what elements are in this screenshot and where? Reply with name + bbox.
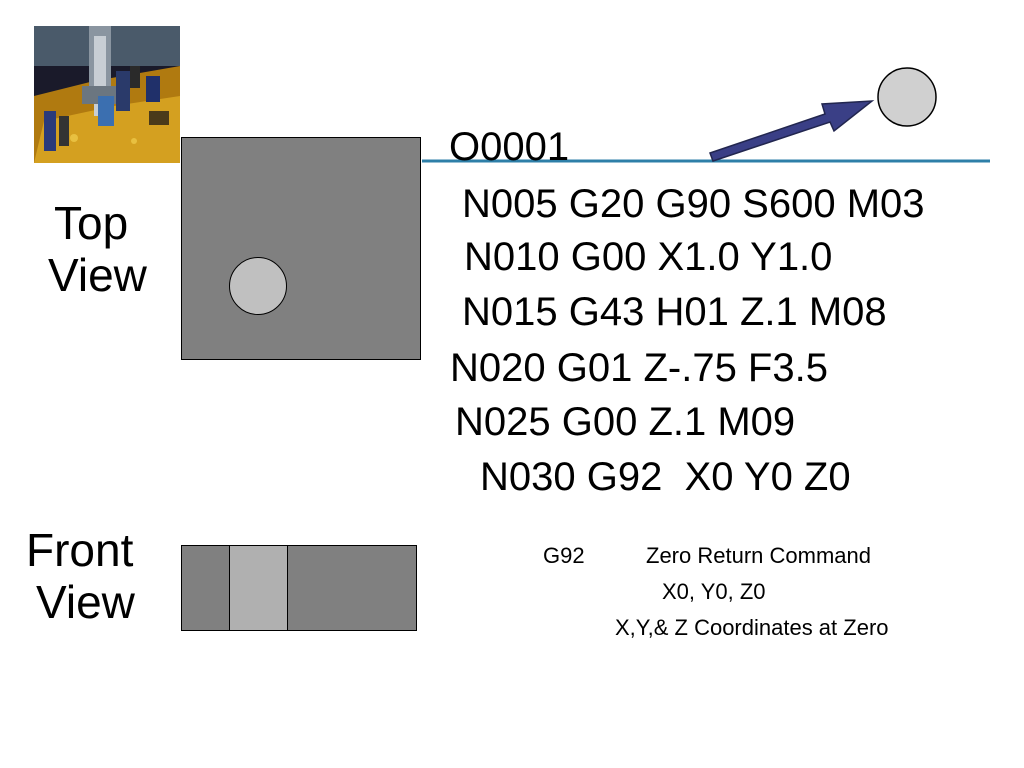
top-view-label: View: [48, 249, 147, 301]
front-view-label: Front: [26, 524, 134, 576]
program-block: N005 G20 G90 S600 M03: [462, 182, 925, 226]
tool-circle-icon: [877, 67, 937, 127]
program-block: N010 G00 X1.0 Y1.0: [464, 235, 833, 279]
program-block: N030 G92 X0 Y0 Z0: [480, 455, 851, 499]
note-coords-description: X,Y,& Z Coordinates at Zero: [615, 615, 889, 640]
program-number: O0001: [449, 125, 570, 169]
top-view-hole: [229, 257, 287, 315]
note-coords: X0, Y0, Z0: [662, 579, 766, 604]
front-view-label: View: [36, 576, 135, 628]
program-block: N025 G00 Z.1 M09: [455, 400, 796, 444]
top-view-part: [181, 137, 421, 360]
tool-path-arrow-icon: [709, 100, 875, 162]
note-description: Zero Return Command: [646, 543, 871, 568]
program-block: N015 G43 H01 Z.1 M08: [462, 290, 887, 334]
top-view-label: Top: [54, 197, 129, 249]
program-block: N020 G01 Z-.75 F3.5: [450, 346, 828, 390]
front-view-hole: [229, 545, 288, 631]
note-code: G92: [543, 543, 585, 568]
front-view-part: [181, 545, 417, 631]
cnc-machine-photo-icon: [34, 26, 180, 163]
